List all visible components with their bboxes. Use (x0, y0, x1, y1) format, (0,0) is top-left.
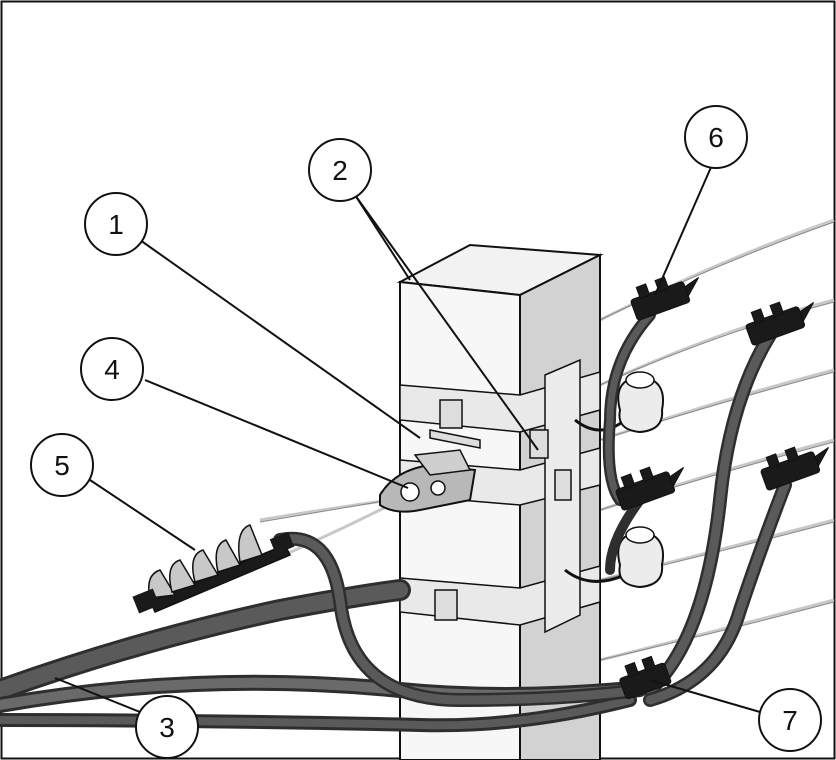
tension-clamp-icon (379, 449, 477, 513)
leader-1 (139, 239, 421, 439)
leader-3 (54, 677, 141, 713)
callouts: 1 2 3 4 5 6 7 (30, 105, 822, 759)
callout-3: 3 (135, 695, 199, 759)
callout-1-label: 1 (108, 209, 124, 240)
leader-5 (89, 479, 196, 551)
leader-6 (654, 164, 713, 296)
insulated-cables (0, 309, 792, 733)
callout-4: 4 (80, 337, 144, 401)
callout-1: 1 (84, 192, 148, 256)
callout-5: 5 (30, 433, 94, 497)
callout-6-label: 6 (708, 122, 724, 153)
leader-2b (354, 194, 411, 281)
leader-2 (354, 194, 539, 451)
callout-3-label: 3 (159, 712, 175, 743)
insulator-icon (564, 371, 664, 589)
suspension-clamp-icon (132, 524, 295, 614)
leader-4 (144, 379, 409, 489)
strap-hooks (429, 399, 572, 621)
callout-6: 6 (684, 105, 748, 169)
callout-5-label: 5 (54, 450, 70, 481)
callout-4-label: 4 (104, 354, 120, 385)
callout-2: 2 (308, 138, 372, 202)
leader-7 (649, 679, 761, 713)
piercing-connector-icon (615, 276, 830, 700)
leader-lines (54, 164, 761, 713)
callout-7-label: 7 (782, 705, 798, 736)
callout-7: 7 (758, 688, 822, 752)
callout-2-label: 2 (332, 155, 348, 186)
